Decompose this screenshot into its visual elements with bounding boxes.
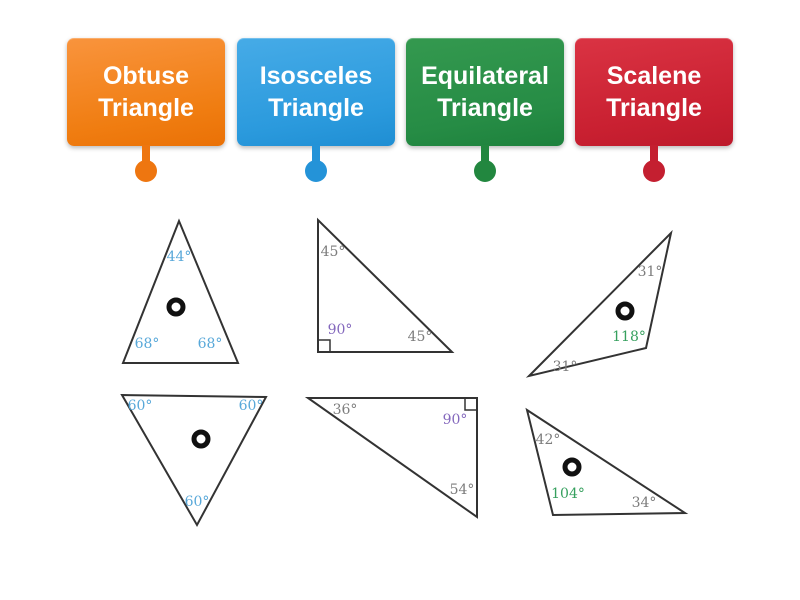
angle-label: 44° [166,249,192,265]
angle-label: 68° [197,336,223,352]
card-pin-stem [312,145,320,165]
angle-label: 60° [127,398,153,414]
label-card-isosceles-triangle[interactable]: Isosceles Triangle [237,38,395,146]
triangle-isosceles-outline [121,218,240,364]
angle-label: 36° [332,402,358,418]
angle-label: 90° [442,412,468,428]
card-pin [305,160,327,182]
angle-label: 45° [407,329,433,345]
right-angle-marker [318,339,331,352]
label-card-text: Obtuse Triangle [98,62,194,122]
label-card-obtuse-triangle[interactable]: Obtuse Triangle [67,38,225,146]
angle-label: 118° [612,329,646,345]
card-pin-stem [650,145,658,165]
drop-target-circle[interactable] [191,429,211,449]
triangle-right-scalene-outline [304,397,478,519]
label-card-text: Isosceles Triangle [259,62,373,122]
right-angle-marker [464,398,477,411]
triangle-right-isosceles-outline [317,217,455,353]
angle-label: 34° [631,495,657,511]
label-card-text: Equilateral Triangle [421,62,549,122]
card-pin [643,160,665,182]
triangle-equilateral-outline [120,393,268,528]
angle-label: 104° [551,486,585,502]
label-card-equilateral-triangle[interactable]: Equilateral Triangle [406,38,564,146]
label-card-text: Scalene Triangle [606,62,702,122]
angle-label: 45° [320,244,346,260]
drop-target-circle[interactable] [615,301,635,321]
angle-label: 42° [535,432,561,448]
triangle-obtuse-outline [525,407,689,517]
card-pin-stem [481,145,489,165]
angle-label: 68° [134,336,160,352]
angle-label: 60° [238,398,264,414]
angle-label: 31° [637,264,663,280]
angle-label: 31° [552,359,578,375]
triangle-obtuse-scalene-outline [525,229,673,378]
angle-label: 90° [327,322,353,338]
card-pin [474,160,496,182]
drop-target-circle[interactable] [166,297,186,317]
angle-label: 60° [184,494,210,510]
card-pin-stem [142,145,150,165]
angle-label: 54° [449,482,475,498]
label-card-scalene-triangle[interactable]: Scalene Triangle [575,38,733,146]
card-pin [135,160,157,182]
drop-target-circle[interactable] [562,457,582,477]
